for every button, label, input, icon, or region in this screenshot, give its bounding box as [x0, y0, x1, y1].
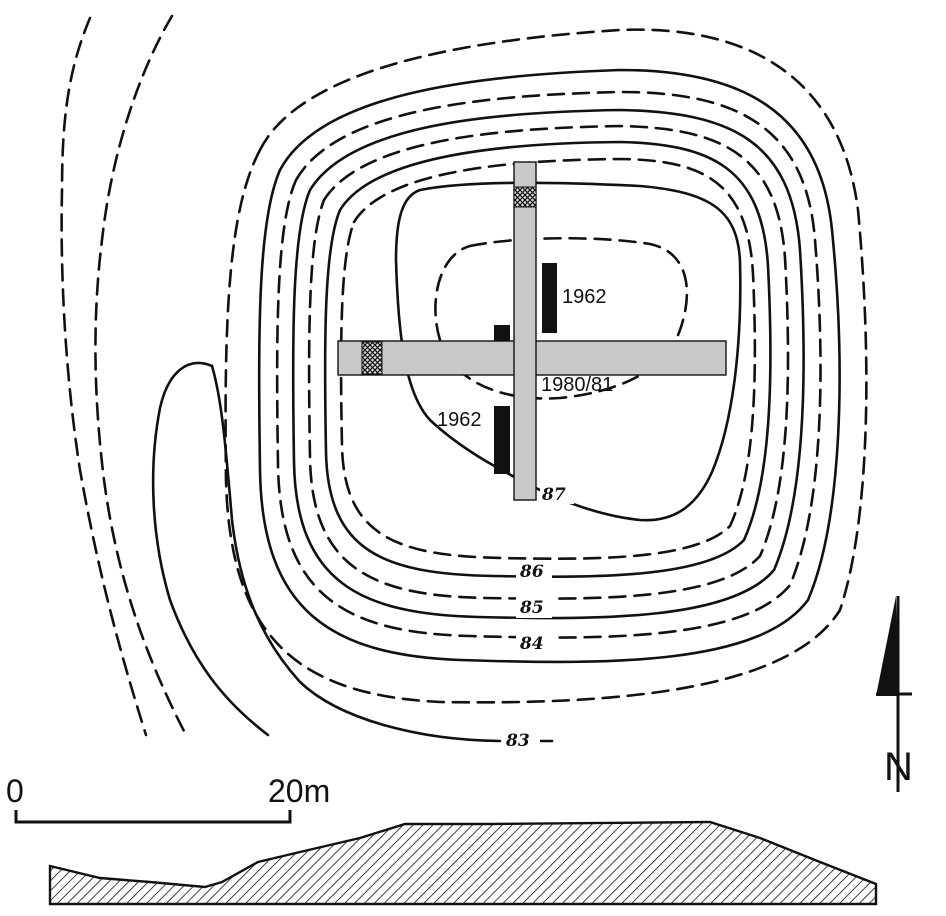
trench-small-block	[494, 325, 510, 341]
north-arrow-icon	[876, 596, 898, 696]
label-1962-south: 1962	[437, 409, 482, 431]
contour-85	[291, 108, 805, 620]
north-label: N	[884, 745, 913, 789]
north-arrow: N	[876, 596, 913, 792]
scale-end-label: 20m	[268, 773, 330, 809]
contour-83-dashed	[224, 28, 868, 704]
contour-85-dashed	[307, 124, 790, 600]
west-contours	[60, 14, 554, 743]
elevation-label-86: 86	[519, 562, 544, 582]
disturbed-area-north	[513, 186, 537, 208]
trench-1962-south	[494, 406, 510, 474]
label-1980-81: 1980/81	[541, 374, 613, 396]
contour-87-dashed	[434, 236, 689, 400]
contour-86-dashed	[339, 157, 757, 561]
elevation-labels: 87 86 85 84 83	[504, 482, 574, 751]
elevation-label-85: 85	[519, 598, 544, 618]
elevation-label-87: 87	[541, 485, 566, 505]
profile-hatched-area	[48, 820, 878, 906]
contour-84	[257, 68, 841, 664]
mound-contours	[224, 28, 868, 704]
excavation-trenches: 1962 1962 1980/81	[337, 161, 727, 501]
trench-1962-north	[542, 263, 557, 333]
elevation-label-84: 84	[519, 634, 544, 654]
trench-1980-81-vertical	[513, 161, 537, 501]
contour-84-dashed	[275, 90, 822, 639]
elevation-label-83: 83	[505, 731, 530, 751]
scale-bar: 0 20m	[6, 773, 330, 824]
cross-section-profile	[48, 820, 878, 906]
label-1962-north: 1962	[562, 286, 607, 308]
disturbed-area-west	[361, 341, 383, 375]
scale-start-label: 0	[6, 773, 24, 809]
contour-86	[323, 140, 772, 578]
